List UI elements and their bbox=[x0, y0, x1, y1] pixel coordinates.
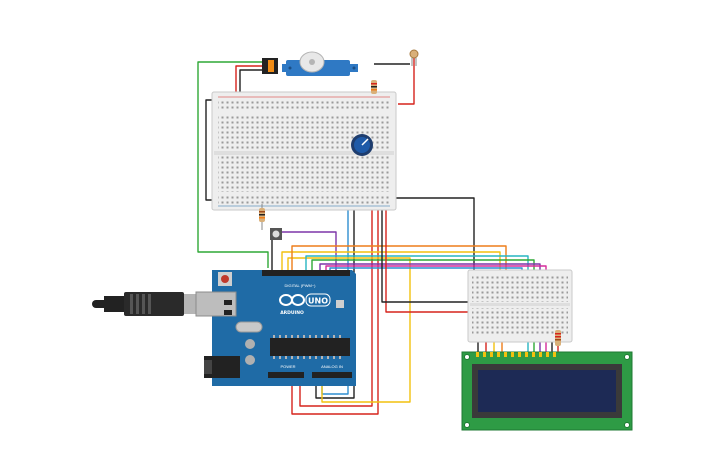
green-wire-2 bbox=[311, 259, 535, 278]
potentiometer bbox=[351, 134, 373, 156]
arduino-uno-board: UNO ARDUINO DIGITAL (PWM~) POWER ANALOG … bbox=[195, 270, 356, 386]
servo-red-wire bbox=[235, 65, 268, 102]
resistor-lcd-backlight bbox=[555, 330, 561, 346]
analog-header-label: ANALOG IN bbox=[321, 364, 343, 369]
rail-red-wire bbox=[299, 196, 373, 407]
power-header-label: POWER bbox=[280, 364, 295, 369]
rail-red-wire-2 bbox=[291, 198, 379, 415]
servo-motor bbox=[262, 51, 358, 76]
arduino-brand-label: ARDUINO bbox=[280, 310, 304, 316]
yellow-wire-1 bbox=[281, 251, 501, 278]
photoresistor-lead bbox=[398, 58, 415, 105]
arduino-model-label: UNO bbox=[308, 297, 328, 306]
lcd-display bbox=[461, 351, 633, 431]
photoresistor bbox=[409, 49, 419, 66]
yellow-wire-2 bbox=[287, 257, 411, 403]
resistor-button bbox=[259, 204, 265, 230]
cyan-wire bbox=[305, 255, 529, 278]
digital-header-label: DIGITAL (PWM~) bbox=[285, 283, 317, 288]
push-button bbox=[270, 228, 282, 240]
green-wire bbox=[197, 61, 269, 268]
resistor-photocell bbox=[371, 80, 377, 94]
main-breadboard bbox=[211, 91, 397, 211]
mini-breadboard bbox=[467, 269, 573, 343]
orange-wire bbox=[291, 245, 507, 278]
